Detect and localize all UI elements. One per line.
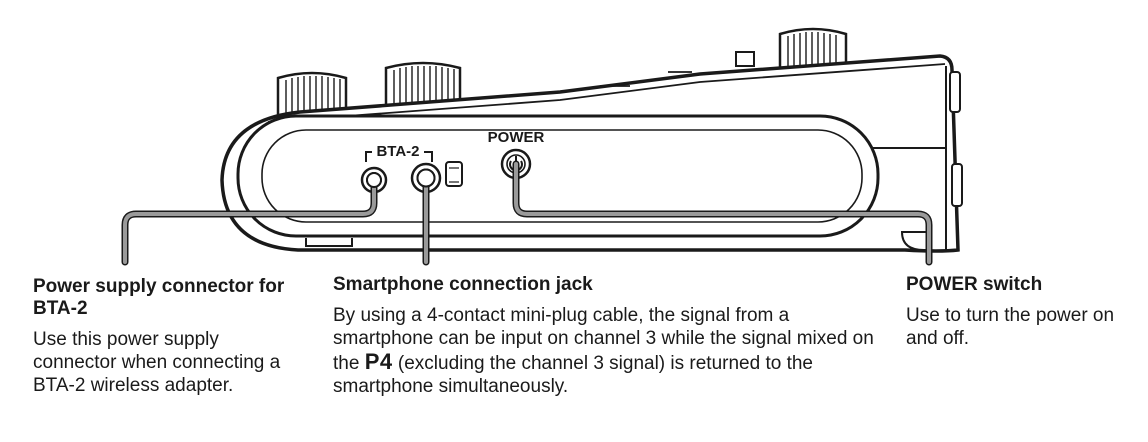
callout-smartphone-jack: Smartphone connection jack By using a 4-… (333, 274, 893, 398)
bta-label: BTA-2 (376, 143, 419, 160)
smartphone-icon (445, 161, 463, 187)
bta-bracket (365, 151, 433, 162)
description-part: By using a 4-contact mini-plug cable, th… (333, 305, 874, 374)
callout-title: POWER switch (906, 274, 1043, 295)
callout-title: Power supply connector for BTA-2 (33, 276, 285, 319)
callout-description: Use this power supply connector when con… (33, 329, 281, 396)
description-part: (excluding the channel 3 signal) is retu… (333, 353, 813, 397)
device-side-view: BTA-2 POWER (121, 27, 963, 266)
model-name: P4 (364, 349, 393, 374)
side-panel (236, 114, 880, 238)
callout-description: Use to turn the power on and off. (906, 305, 1115, 349)
top-tab (735, 51, 755, 67)
leader-lines (121, 160, 933, 266)
callout-bta-power: Power supply connector for BTA-2 Use thi… (33, 276, 303, 397)
callout-power-switch: POWER switch Use to turn the power on an… (906, 274, 1146, 350)
callout-description: By using a 4-contact mini-plug cable, th… (333, 304, 893, 398)
callout-title: Smartphone connection jack (333, 274, 593, 295)
power-label: POWER (488, 129, 545, 146)
